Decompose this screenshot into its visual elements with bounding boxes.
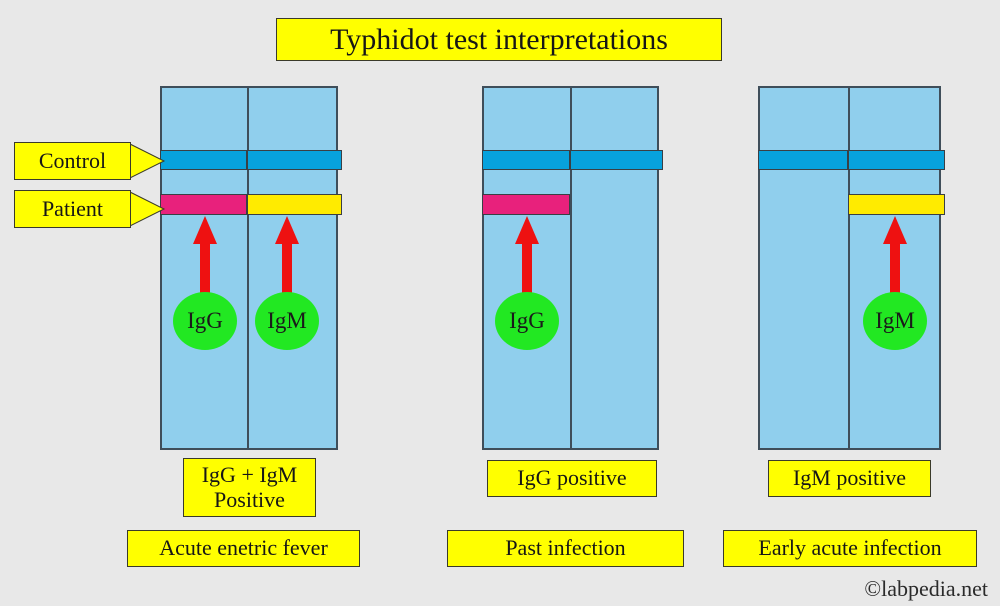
patient-band-igg <box>160 194 247 215</box>
analyte-bubble-label: IgM <box>875 308 915 333</box>
analyte-bubble-igg: IgG <box>173 292 237 350</box>
arrow-up-igm <box>883 216 907 312</box>
callout-patient-label: Patient <box>41 196 104 221</box>
callout-patient-pointer <box>129 191 166 227</box>
patient-band-igg <box>482 194 570 215</box>
conclusion-label-panel-3: Early acute infection <box>723 530 977 567</box>
test-strip-panel-3: IgM <box>758 86 945 450</box>
strip-divider <box>848 88 850 448</box>
control-band-igg <box>482 150 570 170</box>
arrow-up-igg <box>515 216 539 312</box>
analyte-bubble-igm: IgM <box>255 292 319 350</box>
analyte-bubble-label: IgG <box>187 308 223 333</box>
test-strip-panel-2: IgG <box>482 86 663 450</box>
result-label-panel-3: IgM positive <box>768 460 931 497</box>
test-strip-panel-1: IgG IgM <box>160 86 342 450</box>
result-label-panel-1: IgG + IgM Positive <box>183 458 316 517</box>
arrow-up-igg <box>193 216 217 312</box>
analyte-bubble-igm: IgM <box>863 292 927 350</box>
result-label-panel-2: IgG positive <box>487 460 657 497</box>
analyte-bubble-label: IgM <box>267 308 307 333</box>
watermark: ©labpedia.net <box>864 576 988 601</box>
analyte-bubble-label: IgG <box>509 308 545 333</box>
analyte-bubble-igg: IgG <box>495 292 559 350</box>
strip-divider <box>247 88 249 448</box>
callout-control: Control <box>14 142 131 180</box>
patient-band-igm <box>848 194 945 215</box>
callout-patient: Patient <box>14 190 131 228</box>
control-band-igm <box>247 150 342 170</box>
conclusion-label-panel-2: Past infection <box>447 530 684 567</box>
callout-control-label: Control <box>38 148 107 173</box>
strip-divider <box>570 88 572 448</box>
control-band-igg <box>160 150 247 170</box>
control-band-igm <box>848 150 945 170</box>
conclusion-label-panel-1: Acute enetric fever <box>127 530 360 567</box>
arrow-up-igm <box>275 216 299 312</box>
control-band-igm <box>570 150 663 170</box>
patient-band-igm <box>247 194 342 215</box>
page-title: Typhidot test interpretations <box>276 18 722 61</box>
callout-control-pointer <box>129 143 166 179</box>
control-band-igg <box>758 150 848 170</box>
